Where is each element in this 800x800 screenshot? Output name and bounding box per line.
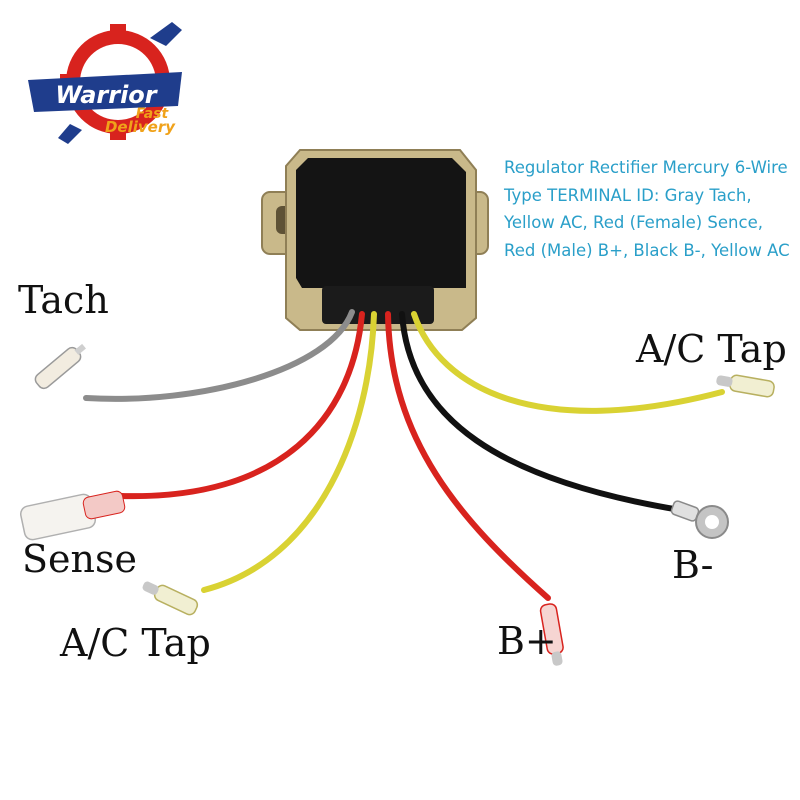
potting-compound (296, 158, 466, 288)
logo-brand: Warrior (55, 81, 158, 109)
product-description: Regulator Rectifier Mercury 6-Wire Type … (504, 158, 790, 260)
label-ac-tap-right: A/C Tap (636, 327, 787, 371)
label-b-minus: B- (672, 543, 714, 587)
wires (83, 309, 725, 601)
wire-yellow-ac-left (201, 311, 377, 593)
tach-connector (34, 343, 86, 390)
logo-banner (28, 72, 182, 112)
label-tach: Tach (18, 278, 109, 322)
sense-connector (19, 490, 126, 541)
label-sense: Sense (22, 537, 137, 581)
ac-tap-right-connector (716, 374, 775, 398)
ac-tap-left-connector (142, 581, 199, 616)
wire-yellow-ac-right (411, 311, 725, 414)
wire-gray-tach (83, 309, 355, 402)
wire-red-b-plus (385, 311, 551, 601)
logo-tagline-2: Delivery (105, 118, 176, 136)
label-ac-tap-left: A/C Tap (60, 621, 211, 665)
b-plus-connector (539, 603, 564, 666)
b-minus-connector (670, 500, 729, 539)
wire-black-b-minus (399, 311, 683, 513)
label-b-plus: B+ (497, 619, 557, 663)
regulator-housing (261, 149, 489, 331)
warrior-logo: Warrior Fast Delivery (28, 22, 182, 144)
connectors (19, 343, 775, 666)
wire-red-sense (119, 311, 365, 500)
wrench-handle-icon (58, 124, 82, 144)
wrench-icon (150, 22, 182, 46)
logo-tagline-1: Fast (136, 106, 170, 122)
